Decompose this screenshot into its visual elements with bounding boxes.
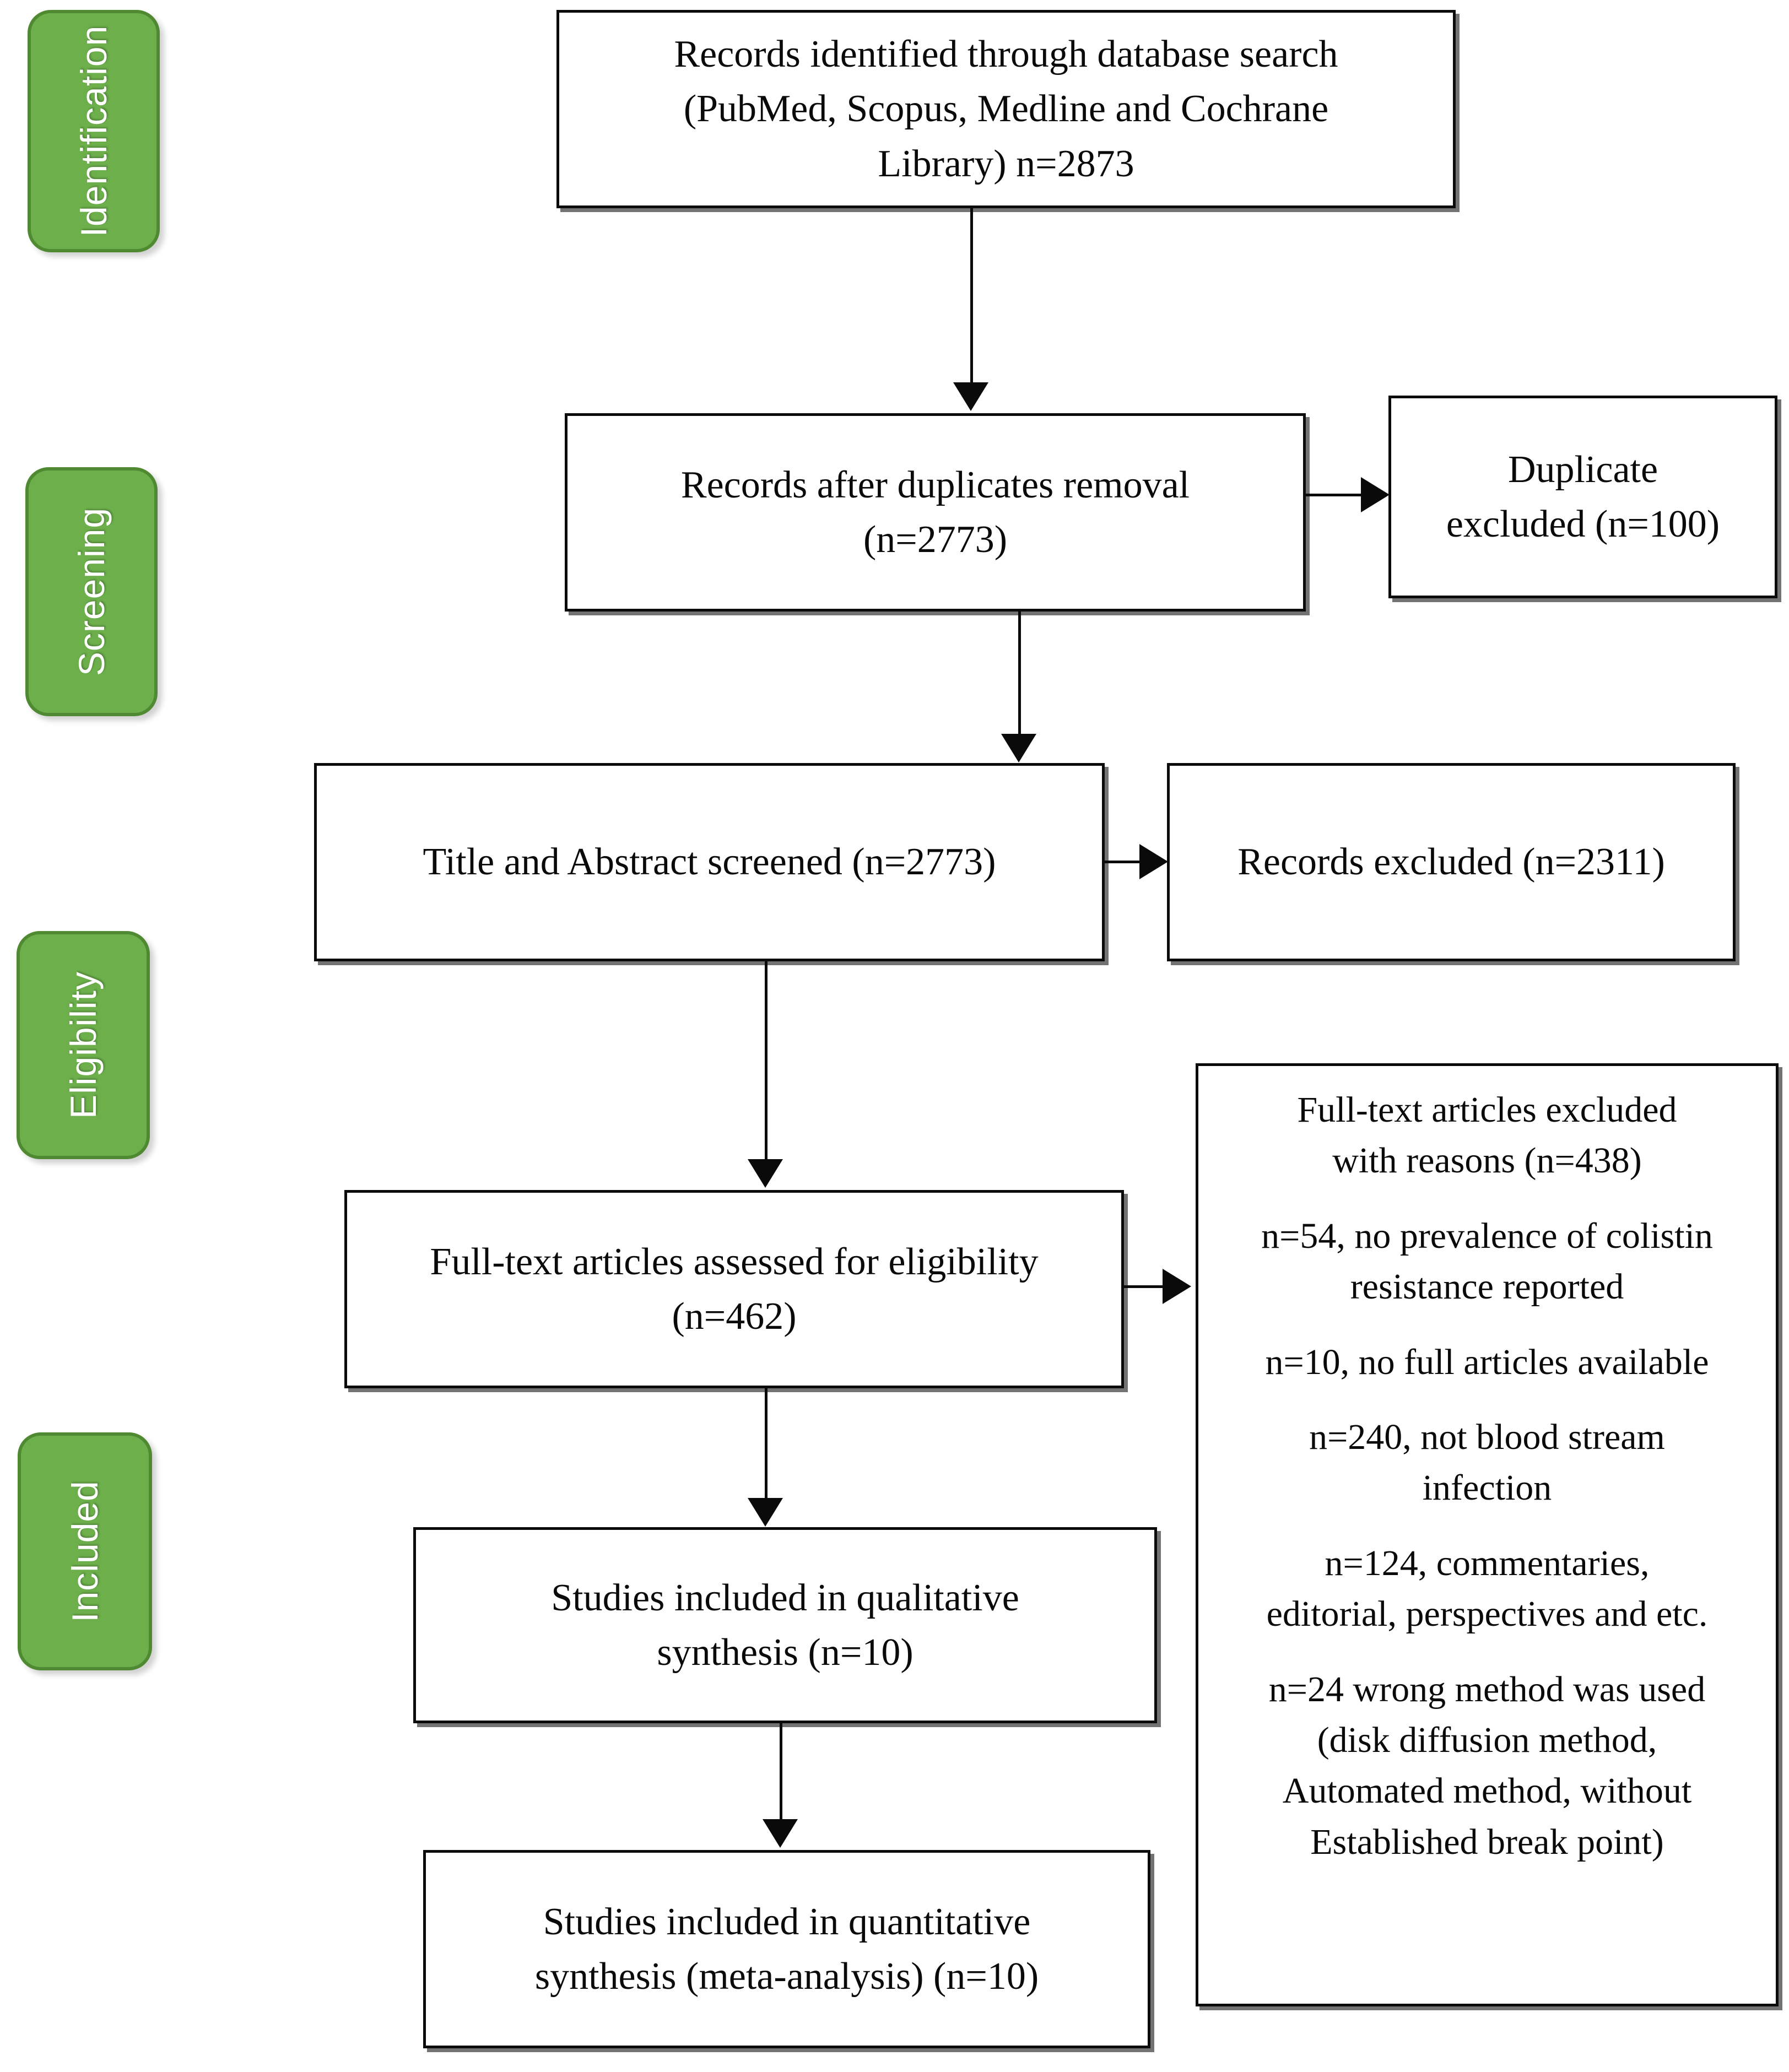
node-title-abstract-screened-text: Title and Abstract screened (n=2773) bbox=[423, 841, 996, 884]
connector-fulltext-to-excluded-arrow bbox=[1163, 1269, 1191, 1304]
node-fulltext-excluded-text: Full-text articles excluded with reasons… bbox=[1249, 1085, 1725, 1868]
connector-identified-to-dedup-arrow bbox=[953, 382, 988, 411]
node-records-identified-text: Records identified through database sear… bbox=[674, 33, 1338, 185]
node-records-excluded-text: Records excluded (n=2311) bbox=[1237, 841, 1665, 884]
connector-dedup-to-screen-line bbox=[1018, 610, 1021, 736]
reason-item-3: n=240, not blood stream infection bbox=[1309, 1416, 1665, 1508]
node-quantitative-synthesis: Studies included in quantitative synthes… bbox=[423, 1850, 1150, 2048]
connector-qualitative-to-quantitative-arrow bbox=[763, 1819, 798, 1848]
node-fulltext-assessed-text: Full-text articles assessed for eligibil… bbox=[430, 1240, 1039, 1338]
stage-tab-identification: Identification bbox=[28, 10, 160, 252]
stage-tab-included: Included bbox=[18, 1432, 152, 1670]
connector-identified-to-dedup-line bbox=[970, 208, 973, 385]
connector-dedup-to-screen-arrow bbox=[1001, 734, 1036, 762]
stage-tab-screening: Screening bbox=[25, 467, 158, 716]
node-qualitative-synthesis-text: Studies included in qualitative synthesi… bbox=[551, 1576, 1019, 1674]
reason-item-2: n=10, no full articles available bbox=[1265, 1341, 1709, 1382]
reason-heading: Full-text articles excluded with reasons… bbox=[1297, 1090, 1677, 1181]
node-quantitative-synthesis-text: Studies included in quantitative synthes… bbox=[534, 1900, 1039, 1998]
connector-dedup-to-duplicate-excluded-arrow bbox=[1361, 477, 1390, 512]
node-records-after-duplicates: Records after duplicates removal (n=2773… bbox=[565, 413, 1306, 612]
connector-fulltext-to-excluded-line bbox=[1124, 1285, 1168, 1288]
stage-label-identification: Identification bbox=[73, 25, 114, 237]
connector-screen-to-records-excluded-line bbox=[1105, 861, 1149, 863]
connector-screen-to-fulltext-arrow bbox=[748, 1159, 783, 1188]
stage-label-included: Included bbox=[64, 1480, 105, 1622]
reason-item-5: n=24 wrong method was used (disk diffusi… bbox=[1268, 1669, 1706, 1862]
node-title-abstract-screened: Title and Abstract screened (n=2773) bbox=[314, 763, 1105, 961]
reason-item-1: n=54, no prevalence of colistin resistan… bbox=[1261, 1215, 1713, 1307]
connector-fulltext-to-qualitative-arrow bbox=[748, 1498, 783, 1527]
reason-item-4: n=124, commentaries, editorial, perspect… bbox=[1266, 1543, 1708, 1635]
stage-label-eligibility: Eligibility bbox=[63, 971, 104, 1119]
stage-label-screening: Screening bbox=[71, 507, 112, 677]
node-records-identified: Records identified through database sear… bbox=[556, 10, 1456, 208]
node-fulltext-assessed: Full-text articles assessed for eligibil… bbox=[344, 1190, 1124, 1388]
node-fulltext-excluded-with-reasons: Full-text articles excluded with reasons… bbox=[1196, 1063, 1779, 2006]
node-duplicate-excluded-text: Duplicate excluded (n=100) bbox=[1446, 448, 1720, 545]
connector-screen-to-fulltext-line bbox=[765, 961, 768, 1161]
connector-dedup-to-duplicate-excluded-line bbox=[1306, 494, 1371, 496]
node-records-excluded: Records excluded (n=2311) bbox=[1167, 763, 1736, 961]
node-records-after-duplicates-text: Records after duplicates removal (n=2773… bbox=[680, 463, 1190, 561]
connector-fulltext-to-qualitative-line bbox=[765, 1388, 768, 1500]
connector-qualitative-to-quantitative-line bbox=[780, 1723, 782, 1821]
node-duplicate-excluded: Duplicate excluded (n=100) bbox=[1388, 396, 1777, 598]
node-qualitative-synthesis: Studies included in qualitative synthesi… bbox=[413, 1527, 1157, 1723]
connector-screen-to-records-excluded-arrow bbox=[1139, 844, 1168, 879]
stage-tab-eligibility: Eligibility bbox=[17, 931, 150, 1159]
